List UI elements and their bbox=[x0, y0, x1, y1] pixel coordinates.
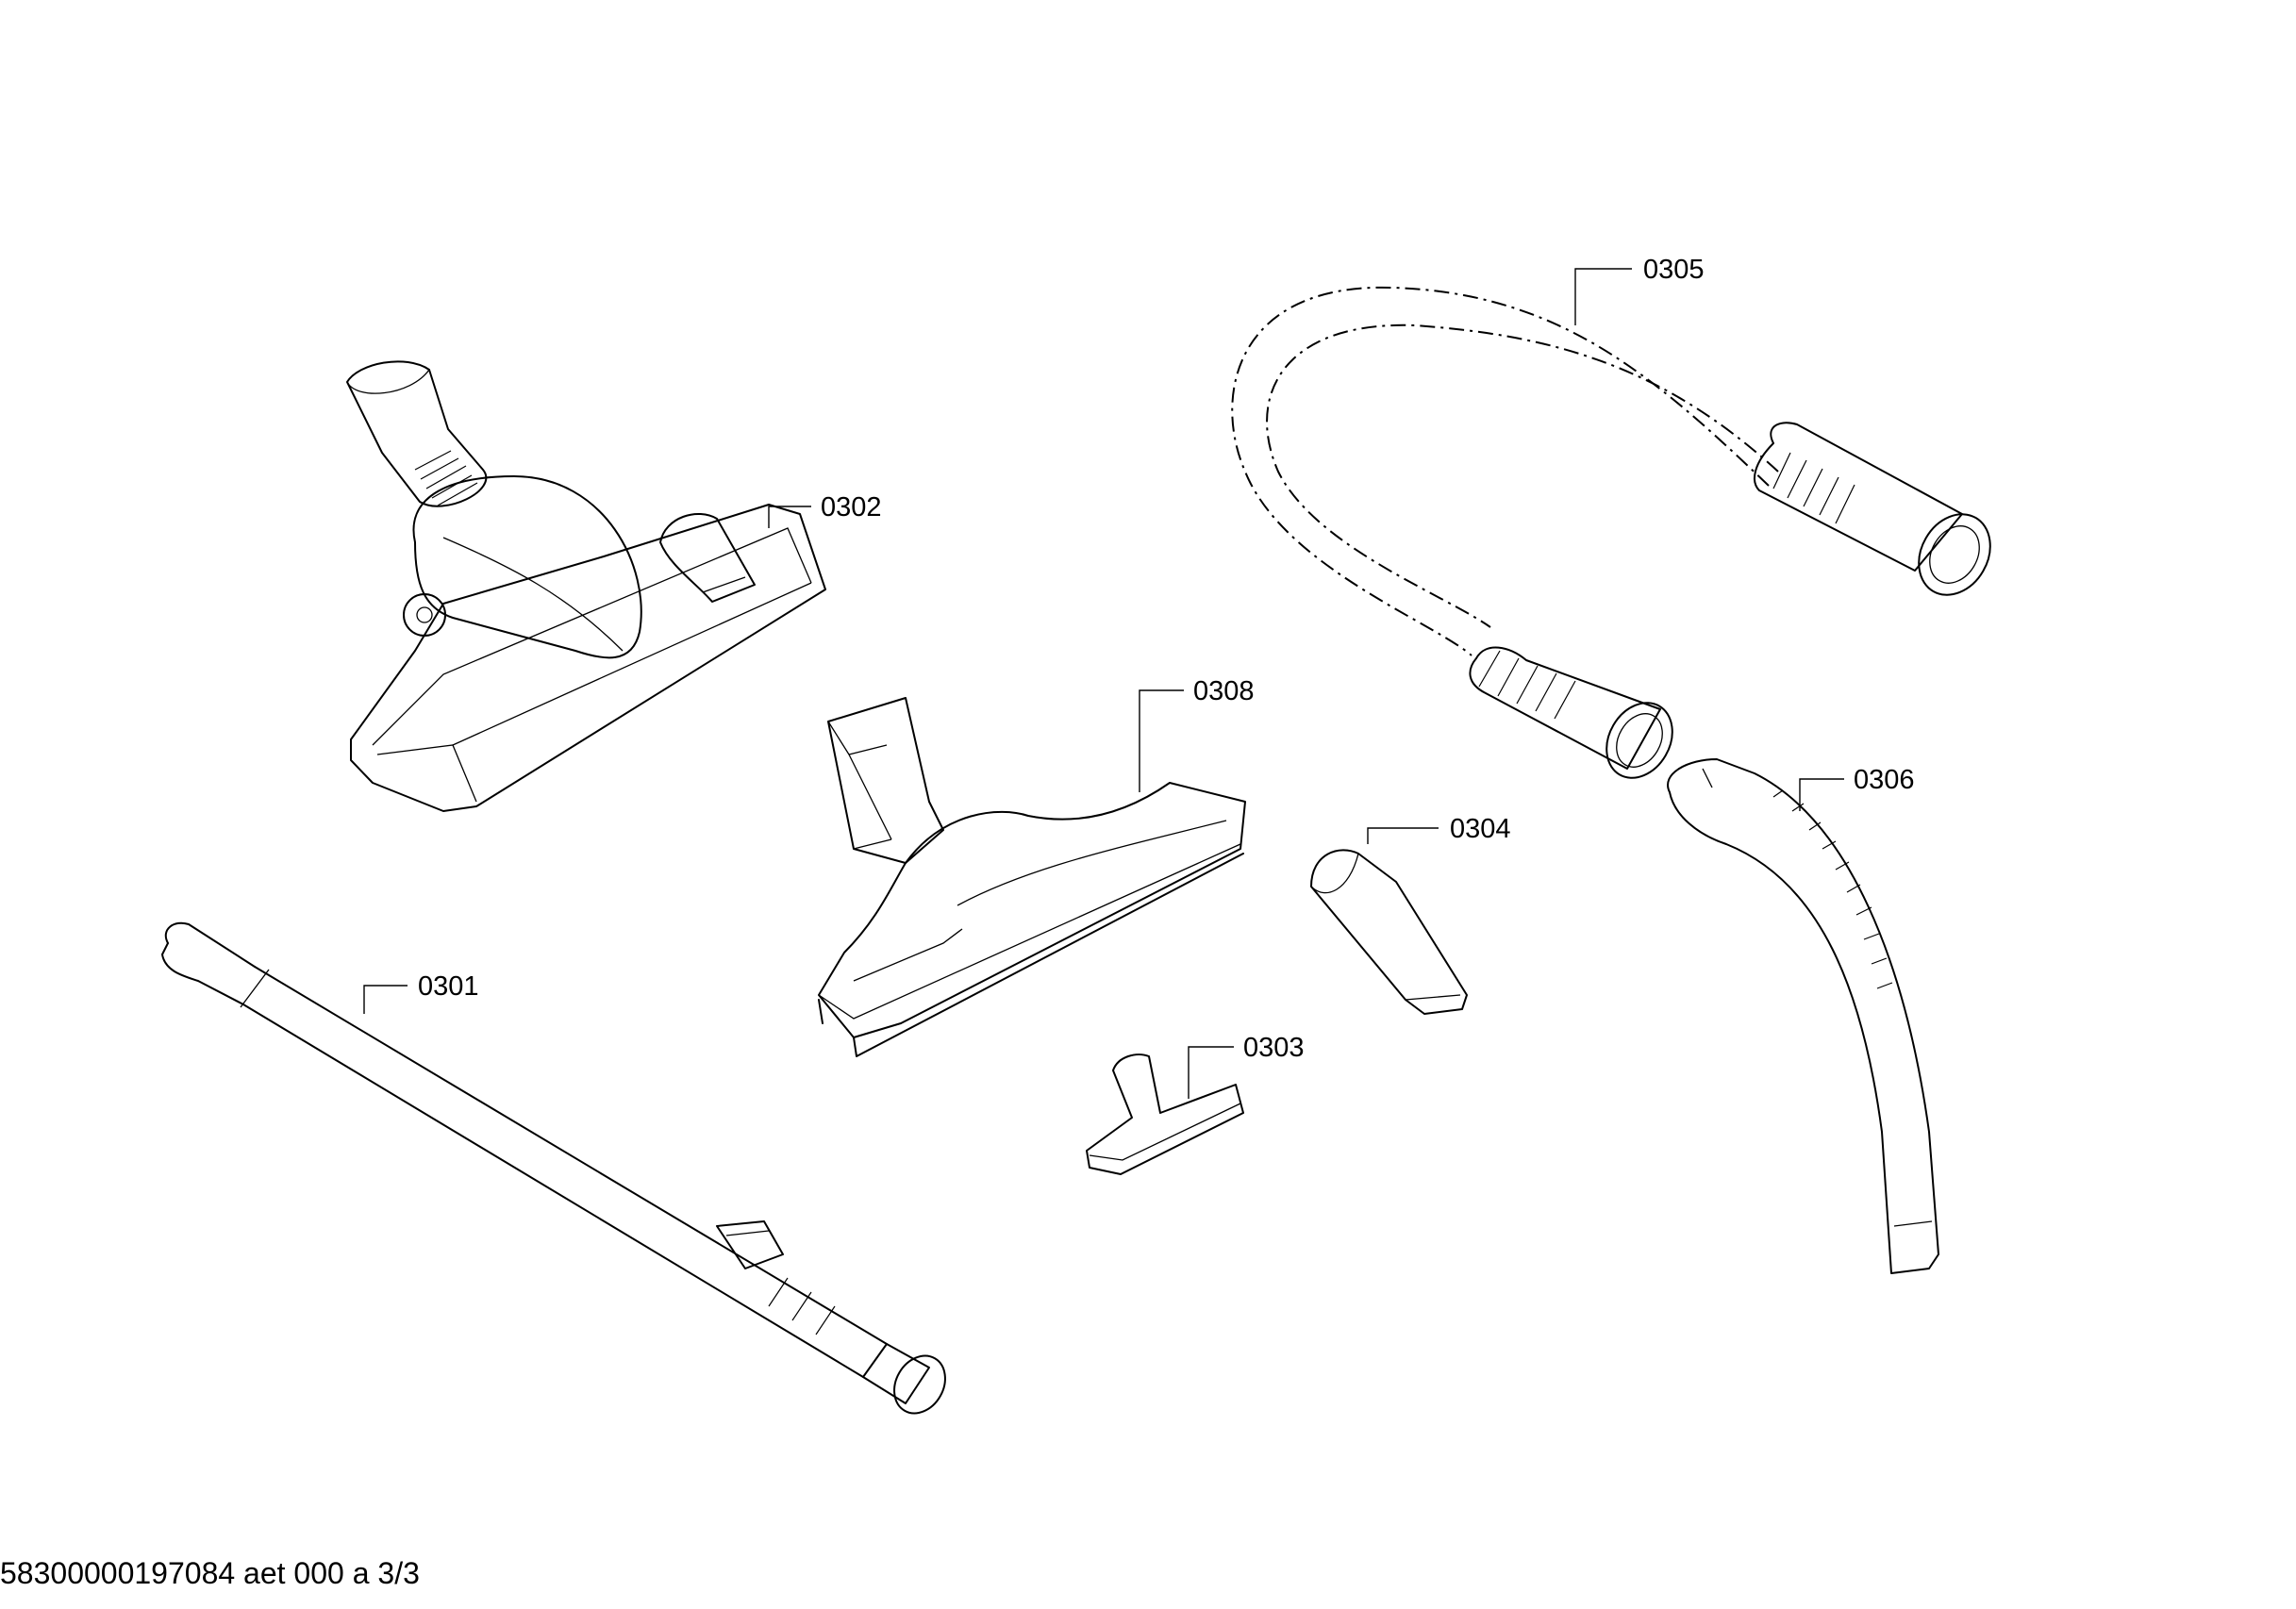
part-number-0304: 0304 bbox=[1450, 814, 1511, 844]
label-0306: 0306 bbox=[1799, 765, 1915, 811]
hose-handle-0306[interactable] bbox=[1667, 758, 1939, 1274]
upholstery-nozzle-0303[interactable] bbox=[1086, 1053, 1244, 1175]
document-footer: 58300000197084 aet 000 a 3/3 bbox=[0, 1556, 420, 1590]
suction-hose-0305[interactable] bbox=[1231, 286, 2005, 790]
part-number-0303: 0303 bbox=[1243, 1033, 1305, 1063]
hard-floor-nozzle-0308[interactable] bbox=[818, 697, 1246, 1057]
label-0308: 0308 bbox=[1139, 676, 1255, 792]
part-number-0306: 0306 bbox=[1854, 765, 1915, 795]
label-0304: 0304 bbox=[1367, 814, 1511, 844]
label-0305: 0305 bbox=[1574, 255, 1705, 325]
part-number-0302: 0302 bbox=[821, 492, 882, 523]
label-0302: 0302 bbox=[768, 492, 882, 528]
label-0301: 0301 bbox=[363, 971, 479, 1014]
telescopic-tube-0301[interactable] bbox=[161, 921, 956, 1423]
label-0303: 0303 bbox=[1188, 1033, 1305, 1099]
part-number-0308: 0308 bbox=[1193, 676, 1255, 706]
part-number-0301: 0301 bbox=[418, 971, 479, 1002]
floor-nozzle-0302[interactable] bbox=[346, 360, 826, 812]
crevice-nozzle-0304[interactable] bbox=[1310, 849, 1468, 1015]
part-number-0305: 0305 bbox=[1643, 255, 1705, 285]
